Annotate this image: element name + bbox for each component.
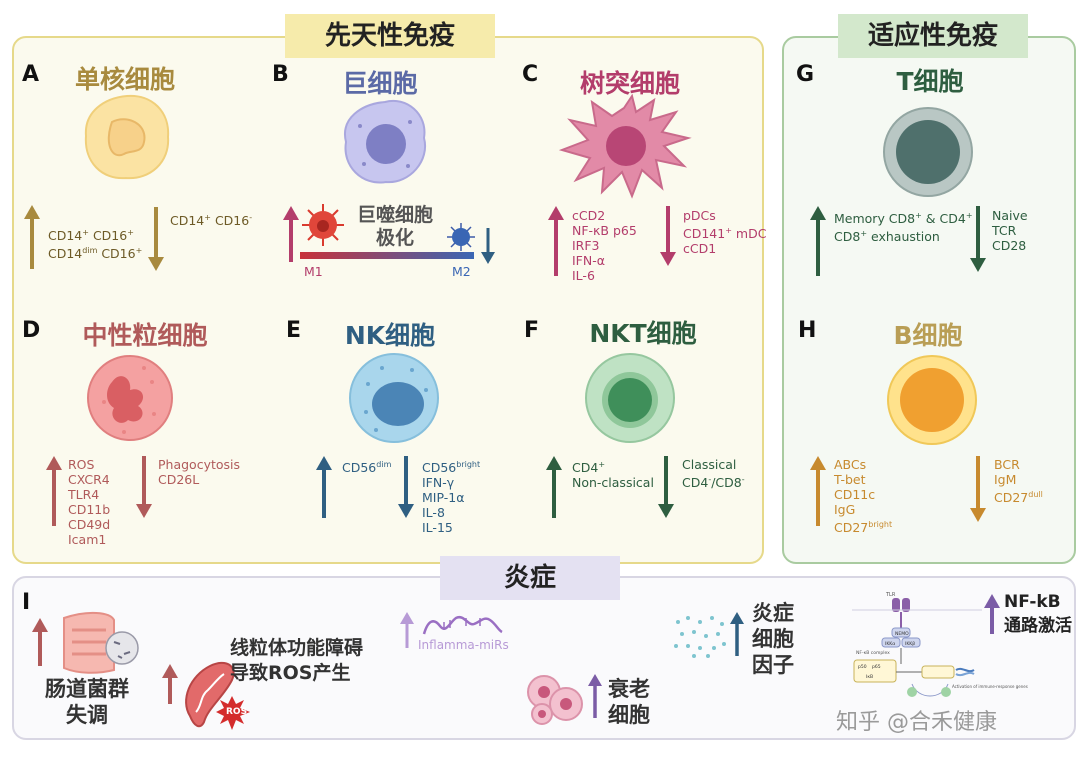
- dendritic-cell-icon: [558, 93, 692, 199]
- innate-immunity-title: 先天性免疫: [285, 14, 495, 58]
- m2-down-arrow-icon: [481, 228, 495, 264]
- down-arrow-icon: [398, 456, 414, 518]
- watermark-text: 知乎 @合禾健康: [836, 710, 997, 735]
- diagram-label: TLR: [885, 592, 896, 598]
- up-arrow-icon: [548, 206, 564, 276]
- gut-microbiota-icon: [63, 612, 139, 674]
- nk-up-markers: CD56dim: [342, 460, 392, 476]
- label-a: A: [22, 62, 40, 87]
- mitochondrial-dysfunction-label: 线粒体功能障碍 导致ROS产生: [230, 637, 364, 684]
- t-cell-up-markers: Memory CD8+ & CD4+ CD8+ exhaustion: [834, 211, 973, 245]
- inflamma-mirs-label: Inflamma-miRs: [418, 638, 509, 652]
- diagram-label: p65: [872, 664, 881, 670]
- dendritic-up-markers: cCD2 NF-κB p65 IRF3 IFN-α IL-6: [572, 208, 637, 283]
- up-arrow-icon: [730, 612, 744, 656]
- m1-macrophage-icon: [302, 204, 344, 246]
- up-arrow-icon: [32, 618, 48, 666]
- up-arrow-icon: [46, 456, 62, 526]
- neutrophil-up-markers: ROS CXCR4 TLR4 CD11b CD49d Icam1: [68, 457, 111, 547]
- nkt-up-markers: CD4+ Non-classical: [572, 460, 654, 491]
- label-i: I: [22, 590, 31, 615]
- m2-macrophage-icon: [447, 223, 475, 251]
- nkt-down-markers: Classical CD4-/CD8-: [682, 457, 745, 491]
- diagram-label: NEMO: [895, 631, 909, 637]
- nk-cell-title: NK细胞: [344, 321, 436, 350]
- t-cell-down-markers: Naive TCR CD28: [992, 208, 1028, 253]
- m1-label: M1: [304, 264, 323, 279]
- mirna-icon: [422, 615, 503, 635]
- m2-label: M2: [452, 264, 471, 279]
- up-arrow-icon: [810, 456, 826, 526]
- senescent-cells-label: 衰老 细胞: [608, 677, 650, 727]
- diagram-label: NF-κB complex: [856, 650, 890, 656]
- neutrophil-cell-icon: [87, 355, 173, 441]
- down-arrow-icon: [660, 206, 676, 266]
- macrophage-cell-icon: [344, 99, 427, 184]
- up-arrow-icon: [810, 206, 826, 276]
- up-arrow-icon: [316, 456, 332, 518]
- dendritic-title: 树突细胞: [579, 69, 680, 98]
- mitochondria-icon: [185, 661, 250, 730]
- nk-cell-icon: [349, 353, 439, 443]
- adaptive-immunity-title: 适应性免疫: [838, 14, 1028, 58]
- up-arrow-icon: [546, 456, 562, 518]
- senescent-cells-icon: [527, 675, 583, 725]
- down-arrow-icon: [970, 456, 986, 522]
- t-cell-title: T细胞: [896, 67, 964, 96]
- t-cell-icon: [883, 107, 973, 197]
- label-g: G: [796, 62, 815, 87]
- diagram-label: IKKα: [885, 641, 895, 647]
- b-cell-up-markers: ABCs T-bet CD11c IgG CD27bright: [834, 457, 893, 536]
- down-arrow-icon: [658, 456, 674, 518]
- inflammation-title: 炎症: [440, 556, 620, 600]
- ros-label: ROS: [226, 707, 248, 717]
- b-cell-down-markers: BCR IgM CD27dull: [994, 457, 1043, 506]
- up-arrow-icon: [400, 612, 414, 648]
- nfkb-pathway-diagram: TLR NEMO IKKα IKKβ NF-κB complex p50 p65…: [852, 592, 1028, 697]
- label-h: H: [798, 318, 817, 343]
- monocyte-down-markers: CD14+ CD16-: [170, 213, 253, 229]
- monocyte-up-markers: CD14+ CD16+ CD14dim CD16+: [48, 228, 143, 262]
- macrophage-polarization-label: 巨噬细胞 极化: [356, 204, 433, 249]
- macrophage-title: 巨细胞: [342, 69, 418, 98]
- label-d: D: [22, 318, 41, 343]
- label-f: F: [524, 318, 540, 343]
- down-arrow-icon: [970, 206, 986, 272]
- nk-down-markers: CD56bright IFN-γ MIP-1α IL-8 IL-15: [422, 460, 481, 536]
- m1-up-arrow-icon: [283, 206, 299, 262]
- cytokines-icon: [674, 616, 726, 658]
- diagram-label: p50: [858, 664, 867, 670]
- nkt-cell-title: NKT细胞: [589, 319, 697, 348]
- label-c: C: [522, 62, 539, 87]
- up-arrow-icon: [588, 674, 602, 718]
- inflammatory-cytokines-label: 炎症 细胞 因子: [752, 601, 794, 677]
- diagram-label: Activation of immune-response genes: [952, 684, 1028, 689]
- b-cell-icon: [887, 355, 977, 445]
- up-arrow-icon: [24, 205, 40, 269]
- diagram-label: IκB: [866, 674, 873, 680]
- polarization-gradient-bar: [300, 252, 474, 259]
- down-arrow-icon: [136, 456, 152, 518]
- dendritic-down-markers: pDCs CD141+ mDC cCD1: [683, 208, 767, 257]
- diagram-label: IKKβ: [905, 641, 915, 647]
- gut-dysbiosis-label: 肠道菌群 失调: [45, 677, 129, 727]
- b-cell-title: B细胞: [893, 321, 963, 350]
- down-arrow-icon: [148, 207, 164, 271]
- monocyte-cell-icon: [84, 94, 170, 180]
- monocyte-title: 单核细胞: [74, 65, 175, 94]
- up-arrow-icon: [162, 664, 178, 704]
- nfkb-activation-label: NF-kB 通路激活: [1004, 592, 1072, 636]
- neutrophil-title: 中性粒细胞: [82, 321, 208, 350]
- up-arrow-icon: [984, 594, 1000, 634]
- label-e: E: [286, 318, 302, 343]
- neutrophil-down-markers: Phagocytosis CD26L: [158, 457, 241, 487]
- nkt-cell-icon: [585, 353, 675, 443]
- label-b: B: [272, 62, 289, 87]
